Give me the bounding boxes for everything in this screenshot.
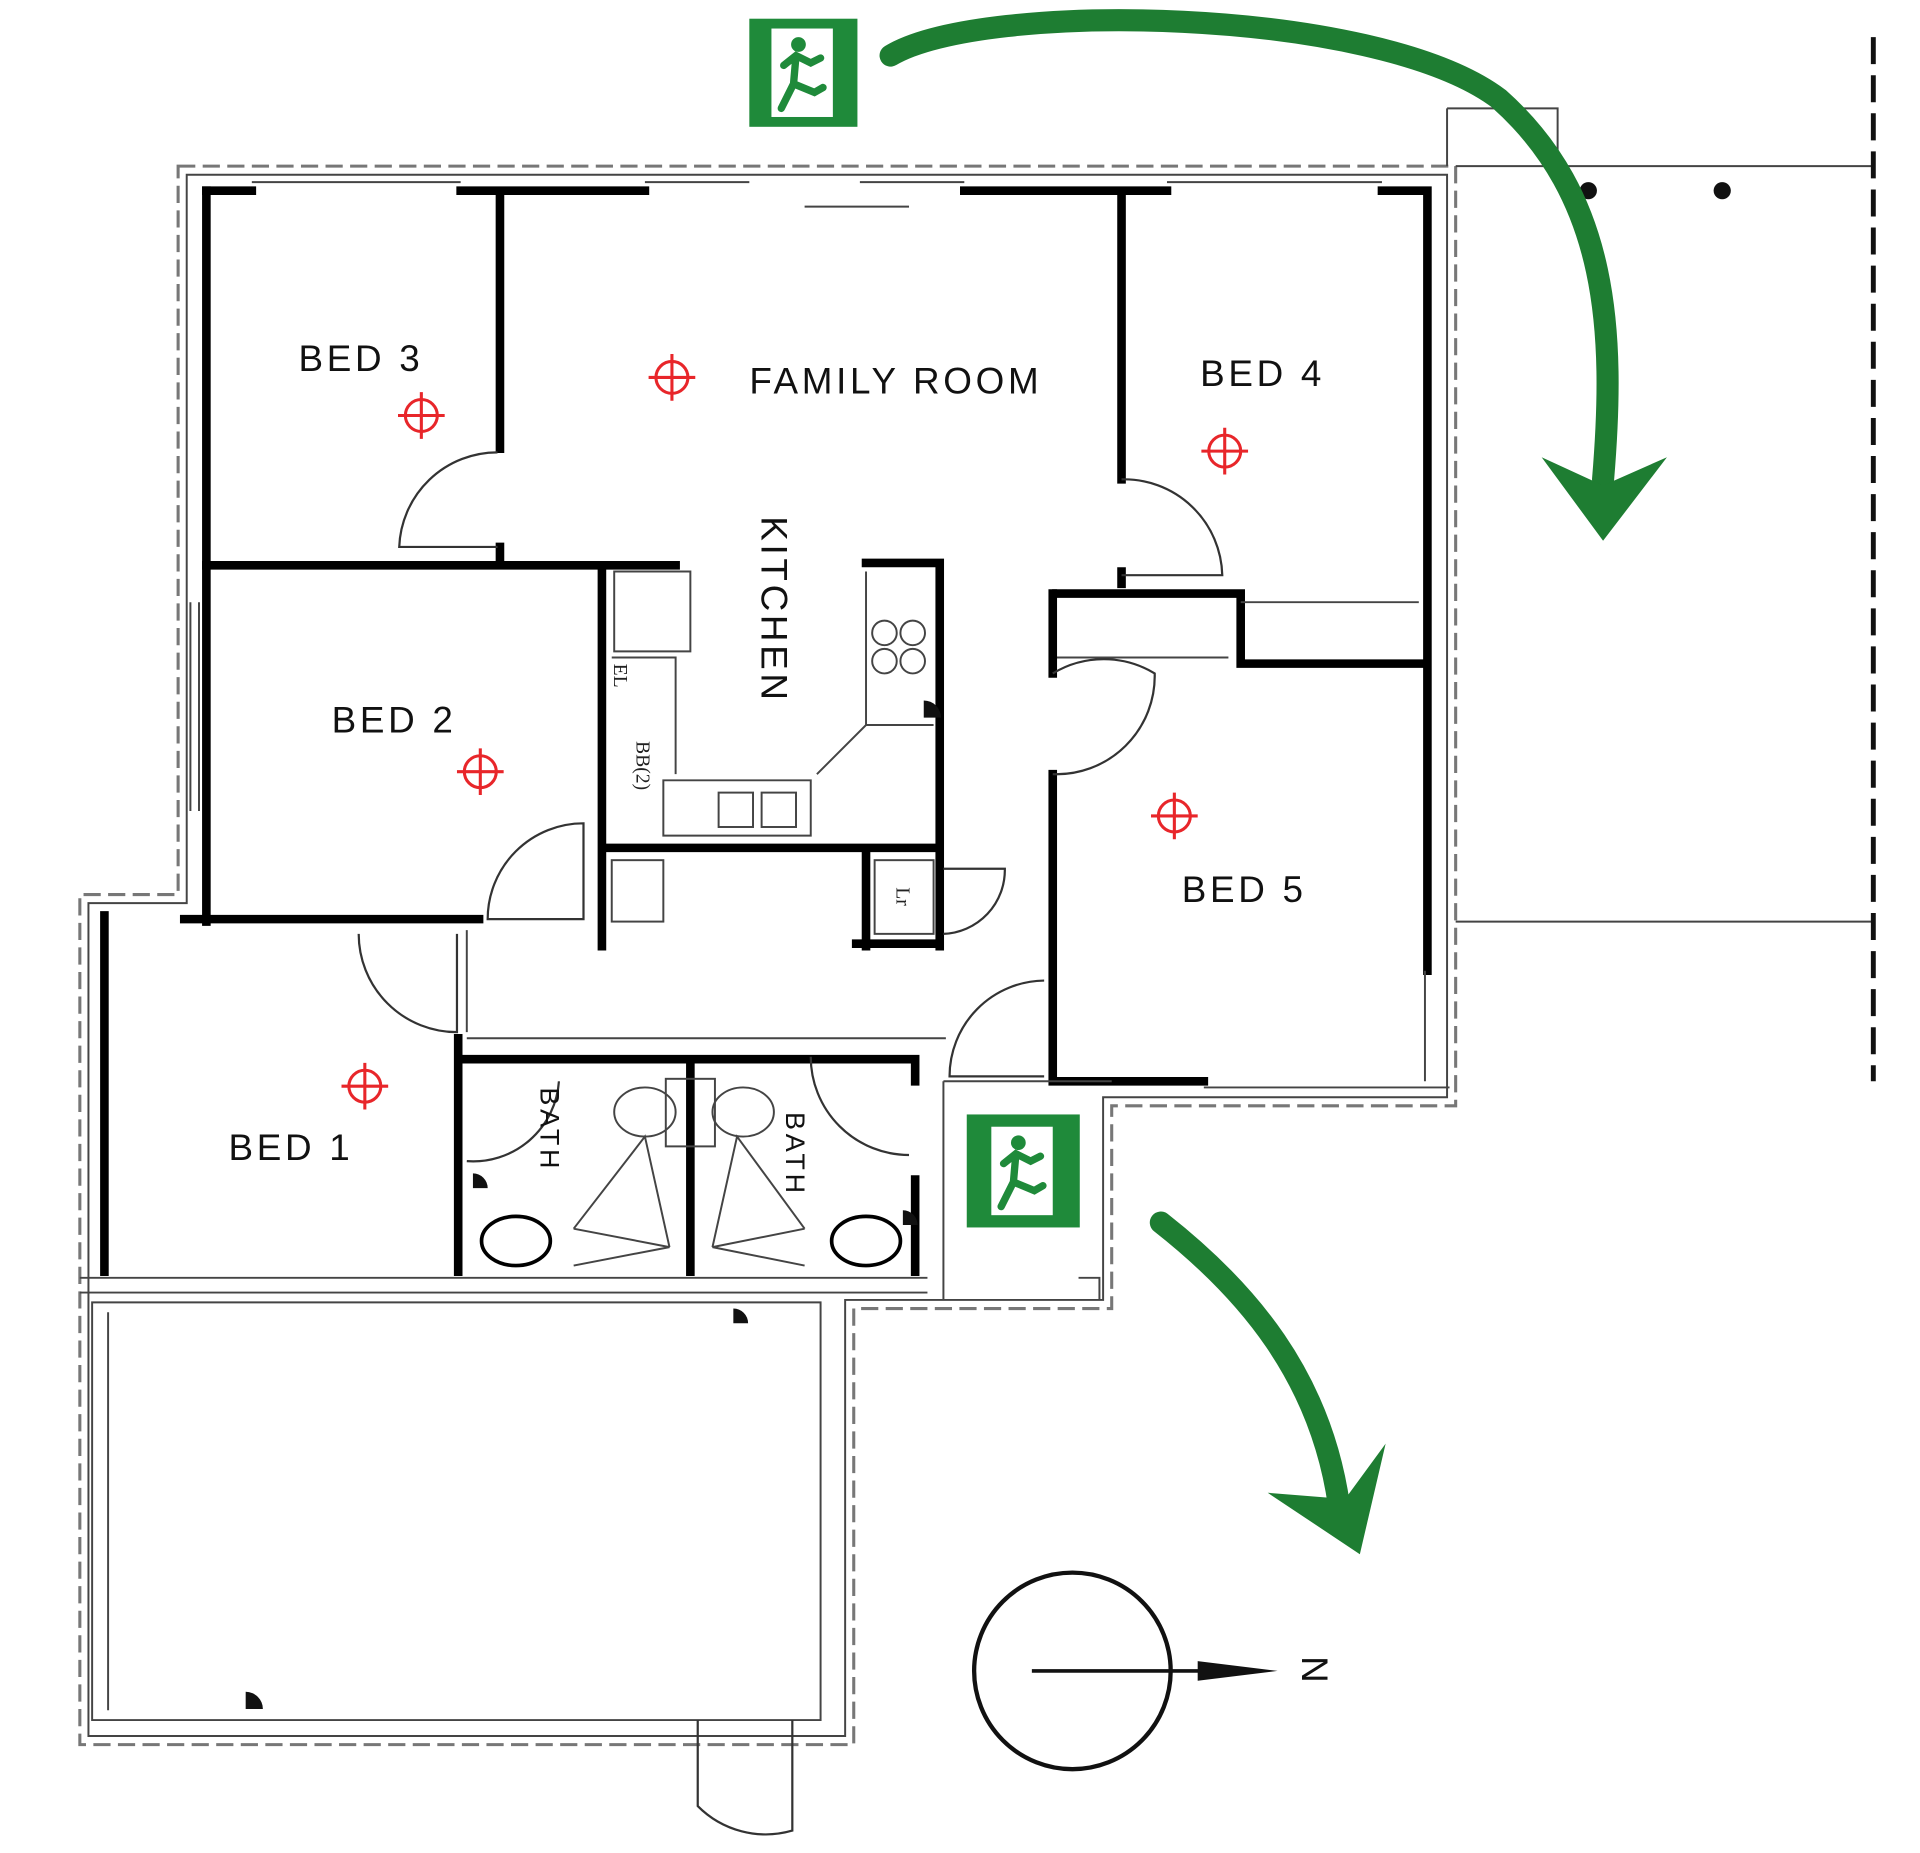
room-label-bed3: BED 3 [299,338,424,379]
room-label-kitchen: KITCHEN [754,516,795,704]
room-label-bed2: BED 2 [332,699,457,740]
fixture-label-el: EL [609,664,631,688]
evacuation-arrow-icon [1149,1211,1386,1555]
room-label-bed1: BED 1 [228,1127,353,1168]
room-label-bath-left: BATH [534,1087,564,1172]
exit-sign-running-man-icon [966,1114,1080,1228]
crosshair-marker-icon [456,748,504,796]
room-label-bath-right: BATH [780,1112,810,1197]
exit-sign-running-man-icon [746,16,860,130]
crosshair-marker-icon [648,354,696,401]
crosshair-marker-icon [341,1062,389,1110]
walls [79,181,1450,1722]
north-compass-icon: N [971,1570,1335,1772]
compass-north-label: N [1294,1656,1335,1683]
outer-boundary [78,37,1876,1747]
crosshair-marker-icon [398,392,445,439]
fixture-label-lr: Lr [892,887,914,906]
room-label-family-room: FAMILY ROOM [749,360,1042,401]
evacuation-arrow-icon [879,9,1667,541]
crosshair-marker-icon [1201,427,1249,475]
fixture-label-bb: BB(2) [631,741,653,790]
crosshair-markers [341,354,1249,1110]
doors [357,451,1224,1836]
smoke-detector-icon [245,700,941,1709]
room-label-bed4: BED 4 [1200,353,1325,394]
crosshair-marker-icon [1151,792,1198,840]
room-label-bed5: BED 5 [1182,869,1307,910]
